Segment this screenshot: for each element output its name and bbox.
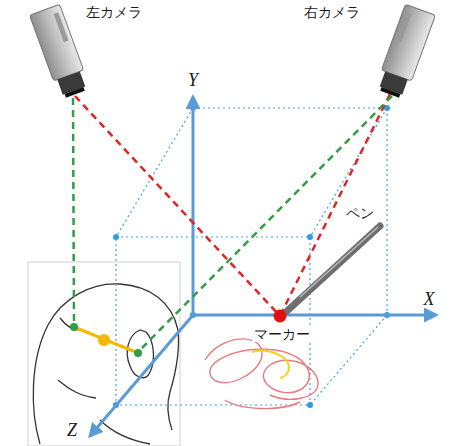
camera-label: 右カメラ [304, 4, 360, 20]
head-sketch [33, 284, 178, 444]
glasses-bar [74, 327, 138, 353]
part-label: ペン [344, 205, 376, 221]
axis-label: Z [67, 420, 77, 441]
pen-trace [205, 339, 318, 409]
marker-dot [274, 310, 287, 323]
camera-icon [30, 4, 91, 100]
part-label: マーカー [252, 326, 312, 342]
axis-label: Y [188, 70, 198, 91]
work-volume-cube [116, 108, 387, 405]
cube-corner-dots [113, 105, 390, 408]
axis-label: X [424, 289, 435, 310]
eye-marker [134, 349, 142, 357]
eye-marker [70, 323, 78, 331]
pen-illustration [287, 226, 380, 311]
head-centre-dot [98, 334, 110, 346]
camera-icon [375, 4, 436, 100]
coordinate-axes [90, 97, 436, 436]
camera-label: 左カメラ [86, 4, 142, 20]
sight-lines [73, 94, 392, 352]
